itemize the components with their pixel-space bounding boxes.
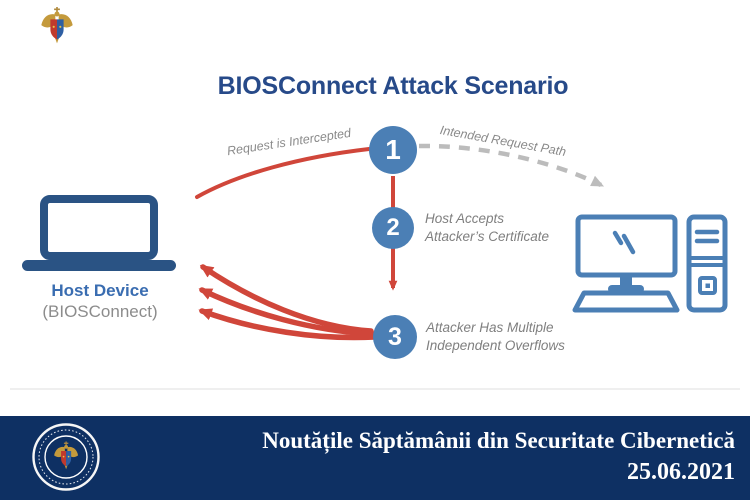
section-divider xyxy=(10,388,740,390)
step-2-label-line1: Host Accepts xyxy=(425,211,505,226)
step-3-label-line1: Attacker Has Multiple xyxy=(426,320,554,335)
banner-title: Noutățile Săptămânii din Securitate Cibe… xyxy=(262,428,735,453)
desktop-computer-icon xyxy=(572,214,728,313)
intended-request-path-arrow xyxy=(418,143,605,188)
banner-date: 25.06.2021 xyxy=(627,459,735,485)
step-2-label: Host Accepts Attacker’s Certificate xyxy=(425,210,549,245)
step-2-label-line2: Attacker’s Certificate xyxy=(425,228,550,244)
step-2-circle: 2 xyxy=(372,207,414,249)
diagram-title: BIOSConnect Attack Scenario xyxy=(217,72,569,100)
step-1-circle: 1 xyxy=(369,126,417,174)
request-intercepted-arrow xyxy=(195,147,371,199)
host-device-subtitle: (BIOSConnect) xyxy=(42,302,158,321)
step-3-label: Attacker Has Multiple Independent Overfl… xyxy=(426,319,565,354)
host-device-label: Host Device xyxy=(51,281,149,300)
laptop-icon xyxy=(22,195,176,271)
overflow-arrows xyxy=(198,264,378,341)
institution-seal-logo xyxy=(32,423,100,491)
moldova-coat-of-arms-icon xyxy=(41,7,73,44)
footer-banner: Noutățile Săptămânii din Securitate Cibe… xyxy=(0,416,750,500)
step-3-circle: 3 xyxy=(373,315,417,359)
step-3-label-line2: Independent Overflows xyxy=(426,337,565,353)
banner-text-block: Noutățile Săptămânii din Securitate Cibe… xyxy=(95,425,735,489)
